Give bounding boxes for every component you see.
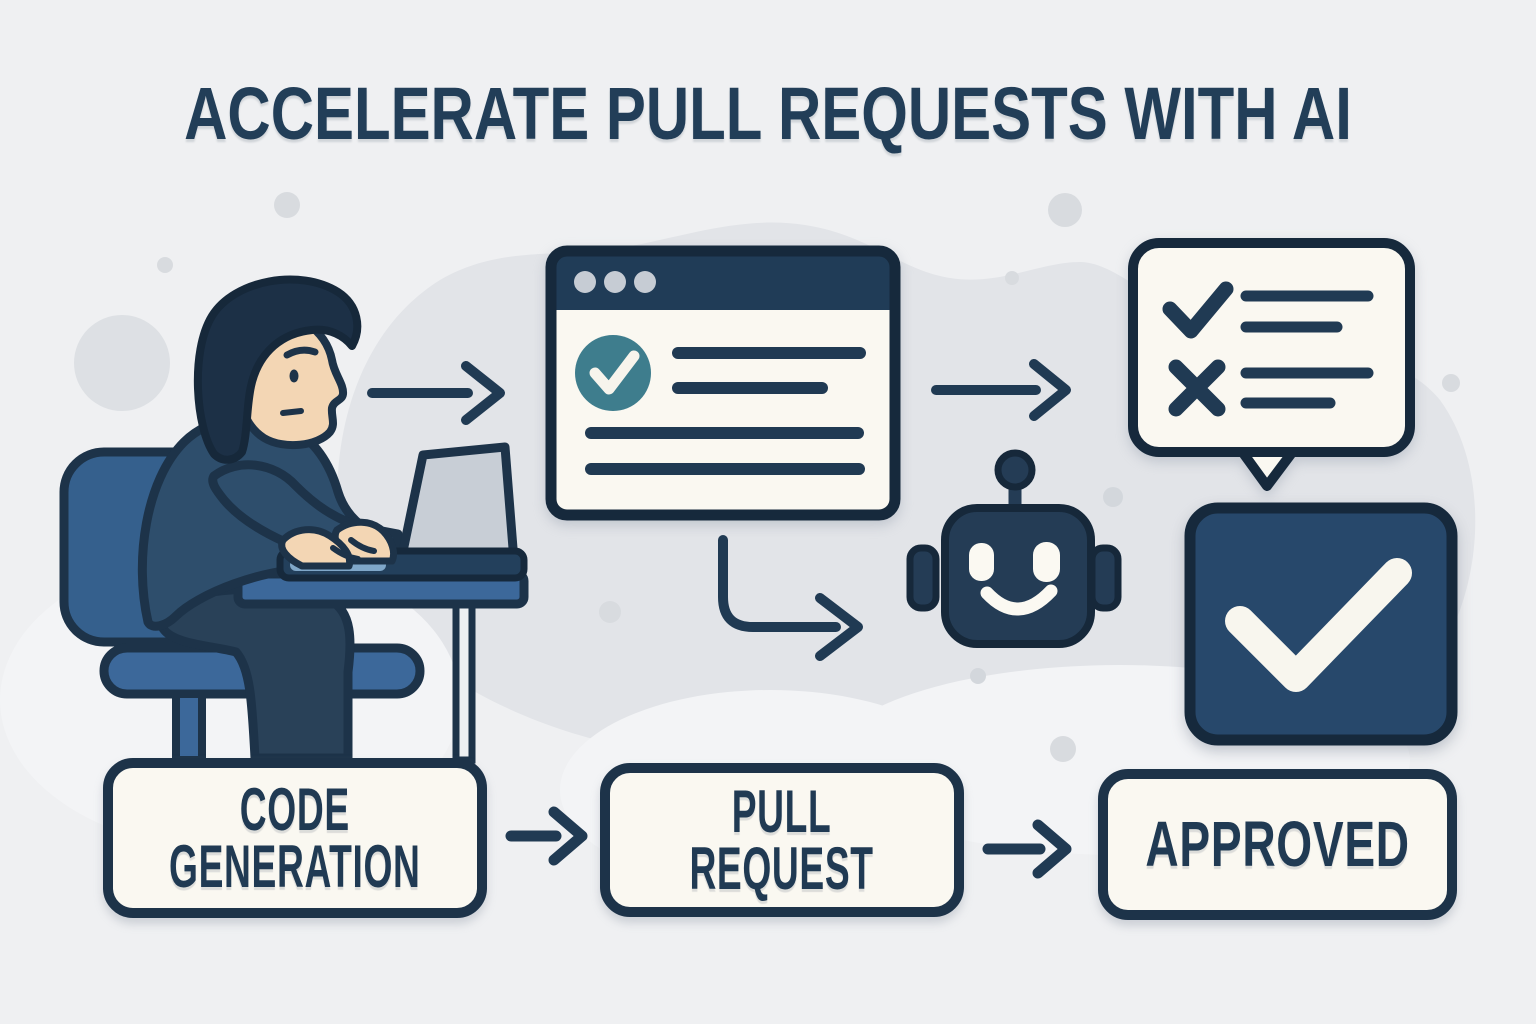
arrow-head <box>815 593 863 661</box>
decor-dot <box>599 601 621 623</box>
window-control-dot <box>634 271 656 293</box>
ai-bot-icon <box>906 449 1122 648</box>
window-header <box>551 251 895 310</box>
developer-illustration <box>59 275 529 764</box>
window-control-dot <box>574 271 596 293</box>
decor-dot <box>1005 271 1019 285</box>
check-circle-icon <box>575 335 651 411</box>
arrow-code-to-pr-icon <box>505 806 588 866</box>
window-text-lines <box>585 347 866 475</box>
flow-step-pull-request: PULL REQUEST <box>600 763 964 917</box>
approved-check-mark <box>1225 558 1412 692</box>
x-icon <box>1168 359 1226 417</box>
checklist-lines <box>1240 290 1374 409</box>
pull-request-window-icon <box>545 245 901 521</box>
decor-dot <box>157 257 173 273</box>
window-control-dot <box>604 271 626 293</box>
flow-step-label-line: REQUEST <box>689 835 875 902</box>
page-title: ACCELERATE PULL REQUESTS WITH AI <box>184 72 1352 155</box>
check-icon <box>1162 281 1234 339</box>
bubble-body <box>1128 238 1415 457</box>
flow-step-label: CODE GENERATION <box>169 776 421 900</box>
flow-step-code-generation: CODE GENERATION <box>103 758 487 918</box>
person-eyebrow <box>283 346 319 359</box>
arrow-shaft <box>718 535 841 632</box>
bot-ear <box>1088 544 1122 612</box>
flow-step-label-line: PULL <box>732 778 832 845</box>
decor-dot <box>1103 487 1123 507</box>
decor-dot <box>274 192 300 218</box>
arrow-dev-to-pr-icon <box>367 361 505 425</box>
flow-step-label-line: GENERATION <box>169 833 421 900</box>
bot-head <box>941 504 1095 648</box>
bot-smile <box>980 584 1058 616</box>
decor-dot <box>1442 374 1460 392</box>
check-circle-mark <box>589 350 640 395</box>
flow-step-label: PULL REQUEST <box>689 778 875 902</box>
arrow-head <box>548 806 588 866</box>
decor-dot <box>74 315 170 411</box>
person-hair <box>193 275 362 464</box>
bot-eye <box>969 543 994 581</box>
person-eye <box>289 369 299 383</box>
flow-step-approved: APPROVED <box>1098 769 1457 920</box>
bot-eye <box>1033 542 1060 582</box>
arrow-pr-to-bot-icon <box>718 535 863 661</box>
bot-ear <box>906 544 940 612</box>
bot-antenna-ball <box>994 449 1036 491</box>
flow-step-label-line: APPROVED <box>1145 808 1410 880</box>
laptop-screen <box>396 442 519 566</box>
approved-checkbox-icon <box>1184 502 1458 746</box>
arrow-pr-to-review-icon <box>931 359 1071 421</box>
flow-step-label: APPROVED <box>1145 808 1410 880</box>
arrow-pr-to-approved-icon <box>982 819 1072 879</box>
decor-dot <box>970 668 986 684</box>
arrow-head <box>461 361 505 425</box>
chair-post <box>172 690 206 764</box>
review-checklist-bubble-icon <box>1128 238 1415 491</box>
desk-leg <box>452 600 476 764</box>
decor-dot <box>1050 736 1076 762</box>
finger-line <box>348 537 377 554</box>
window-border <box>545 245 901 521</box>
finger-line <box>330 545 361 562</box>
flow-step-label-line: CODE <box>240 776 350 843</box>
arrow-head <box>1029 359 1071 421</box>
decor-dot <box>1048 193 1082 227</box>
person-mouth <box>280 408 304 416</box>
person-hand <box>278 526 354 570</box>
arrow-head <box>1032 819 1072 879</box>
